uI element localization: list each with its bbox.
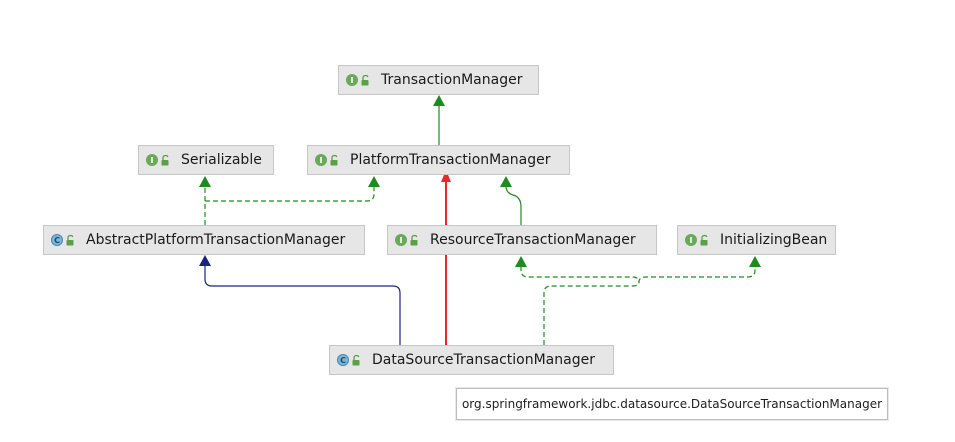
edge-rtm-extends-ptm — [505, 185, 522, 225]
node-platform-transaction-manager[interactable]: I PlatformTransactionManager — [307, 145, 570, 175]
interface-icon: I — [146, 154, 158, 166]
edge-dstm-implements-rtm — [520, 266, 640, 283]
arrowhead-serializable — [199, 176, 211, 187]
arrowhead-ib — [749, 256, 761, 267]
node-label: Serializable — [181, 152, 262, 168]
arrowhead-aptm — [199, 255, 211, 266]
unlock-icon — [352, 354, 360, 366]
unlock-icon — [700, 234, 708, 246]
node-abstract-platform-transaction-manager[interactable]: C AbstractPlatformTransactionManager — [43, 225, 365, 255]
node-label: ResourceTransactionManager — [430, 232, 636, 248]
edge-aptm-implements-ptm — [205, 187, 375, 202]
interface-icon: I — [395, 234, 407, 246]
node-label: TransactionManager — [381, 72, 523, 88]
node-initializing-bean[interactable]: I InitializingBean — [677, 225, 836, 255]
arrowhead-tm — [433, 95, 445, 106]
unlock-icon — [330, 154, 338, 166]
node-label: PlatformTransactionManager — [350, 152, 551, 168]
node-data-source-transaction-manager[interactable]: C DataSourceTransactionManager — [329, 345, 614, 375]
interface-icon: I — [346, 74, 358, 86]
node-label: InitializingBean — [720, 232, 828, 248]
node-label: DataSourceTransactionManager — [372, 352, 595, 368]
abstract-class-icon: C — [51, 234, 63, 246]
node-resource-transaction-manager[interactable]: I ResourceTransactionManager — [387, 225, 657, 255]
unlock-icon — [361, 74, 369, 86]
edge-dstm-extends-aptm — [204, 265, 401, 345]
interface-icon: I — [315, 154, 327, 166]
edge-dstm-implements-rtm-ib — [543, 267, 756, 345]
tooltip-text: org.springframework.jdbc.datasource.Data… — [461, 397, 883, 411]
unlock-icon — [66, 234, 74, 246]
arrowhead-rtm — [515, 256, 527, 267]
interface-icon: I — [685, 234, 697, 246]
class-icon: C — [337, 354, 349, 366]
arrowhead-ptm-right — [500, 176, 512, 187]
fqcn-tooltip: org.springframework.jdbc.datasource.Data… — [456, 388, 888, 420]
arrowhead-ptm-left — [368, 176, 380, 187]
node-serializable[interactable]: I Serializable — [138, 145, 274, 175]
node-transaction-manager[interactable]: I TransactionManager — [338, 65, 539, 95]
node-label: AbstractPlatformTransactionManager — [86, 232, 346, 248]
unlock-icon — [161, 154, 169, 166]
unlock-icon — [410, 234, 418, 246]
